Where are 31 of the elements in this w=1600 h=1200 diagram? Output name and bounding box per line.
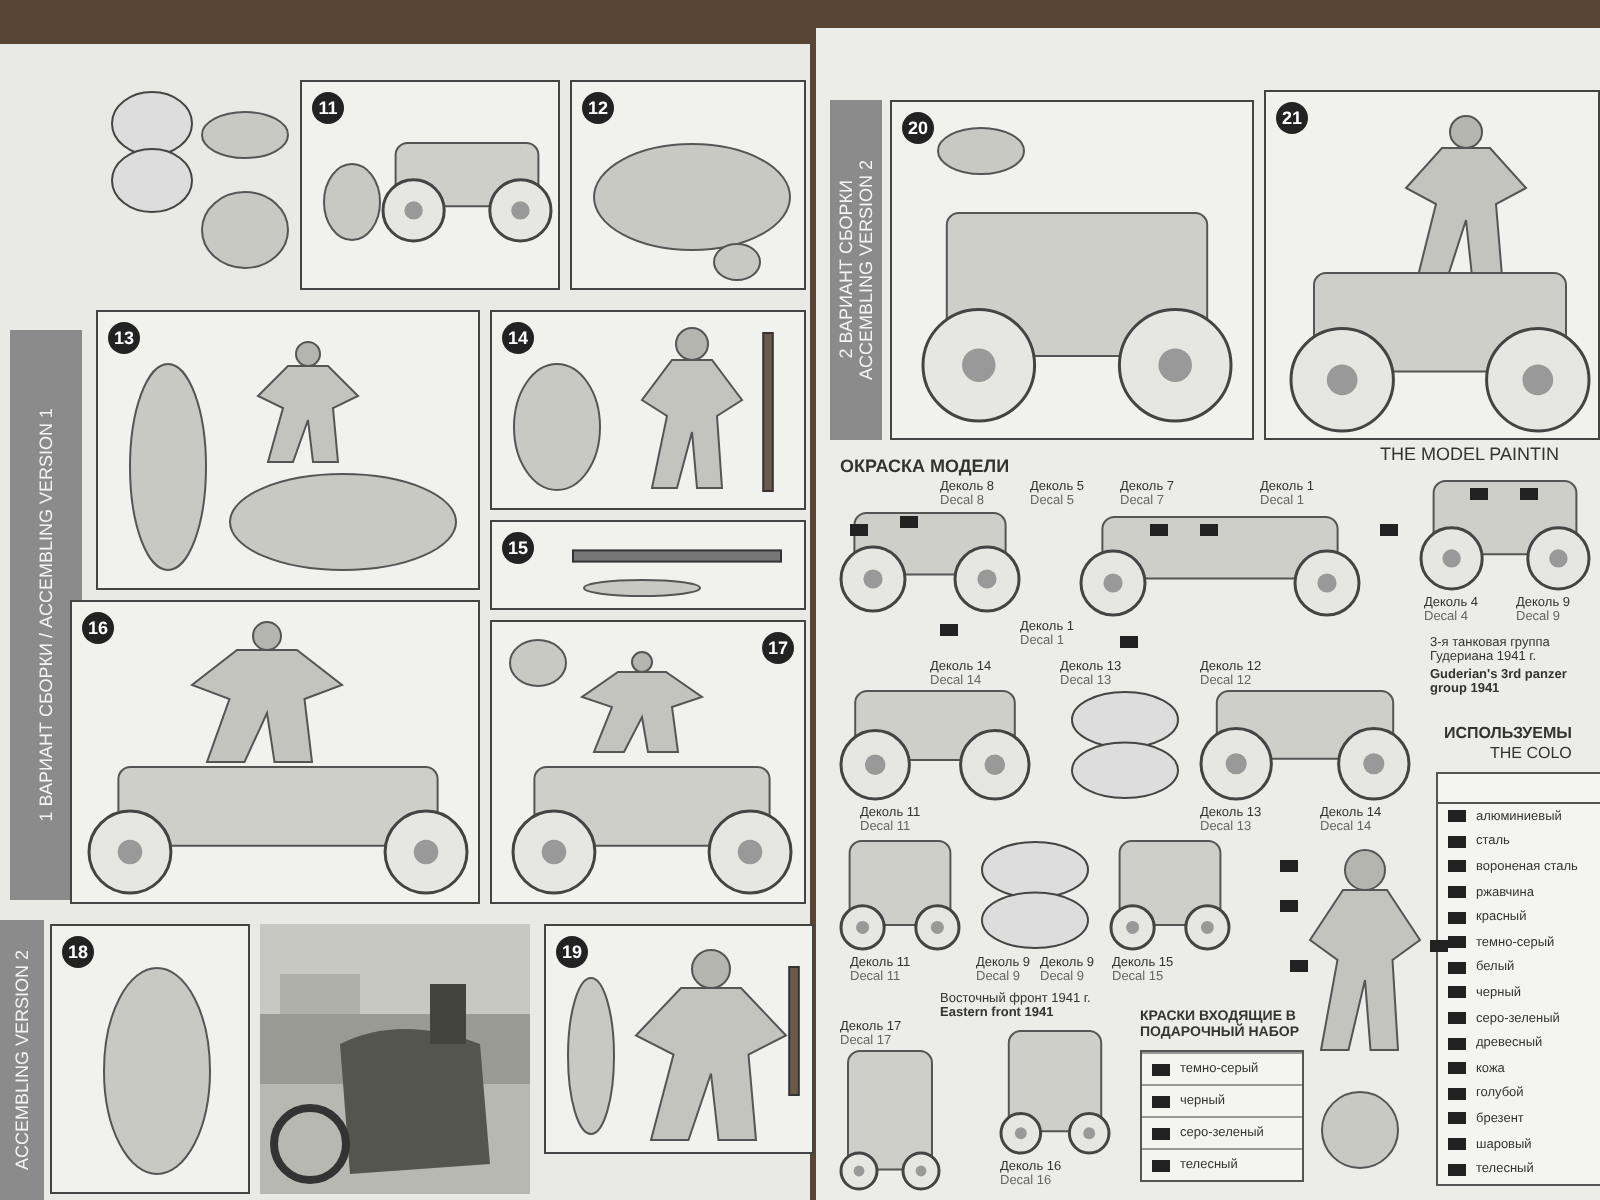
banner-title: 2 ВАРИАНТ СБОРКИ [836, 180, 856, 360]
step-number: 13 [108, 322, 140, 354]
step-number: 21 [1276, 102, 1308, 134]
table-heading: ИСПОЛЬЗУЕМЫ [1444, 724, 1572, 742]
assembly-step-panel [96, 310, 480, 590]
banner-title: ACCEMBLING VERSION 2 [856, 159, 876, 381]
step-number: 19 [556, 936, 588, 968]
step-number: 11 [312, 92, 344, 124]
photograph [260, 924, 530, 1194]
section-heading: ОКРАСКА МОДЕЛИ [840, 456, 1010, 476]
step-number: 14 [502, 322, 534, 354]
assembly-step-panel [890, 100, 1254, 440]
step-number: 12 [582, 92, 614, 124]
assembly-step-panel [50, 924, 250, 1194]
assembly-step-panel [490, 520, 806, 610]
assembly-step-panel [1264, 90, 1600, 440]
step-number: 15 [502, 532, 534, 564]
step-number: 17 [762, 632, 794, 664]
banner-title: 1 ВАРИАНТ СБОРКИ / ACCEMBLING VERSION 1 [36, 408, 56, 822]
step-number: 18 [62, 936, 94, 968]
assembly-step-panel [490, 620, 806, 904]
assembly-step-panel [300, 80, 560, 290]
assembly-step-panel [544, 924, 814, 1154]
assembly-step-panel [490, 310, 806, 510]
section-heading: THE MODEL PAINTIN [1380, 444, 1560, 464]
step-number: 20 [902, 112, 934, 144]
assembly-step-panel [70, 600, 480, 904]
banner-title: ACCEMBLING VERSION 2 [12, 949, 32, 1171]
table-heading: THE COLO [1490, 744, 1572, 762]
step-number: 16 [82, 612, 114, 644]
assembly-step-panel [570, 80, 806, 290]
